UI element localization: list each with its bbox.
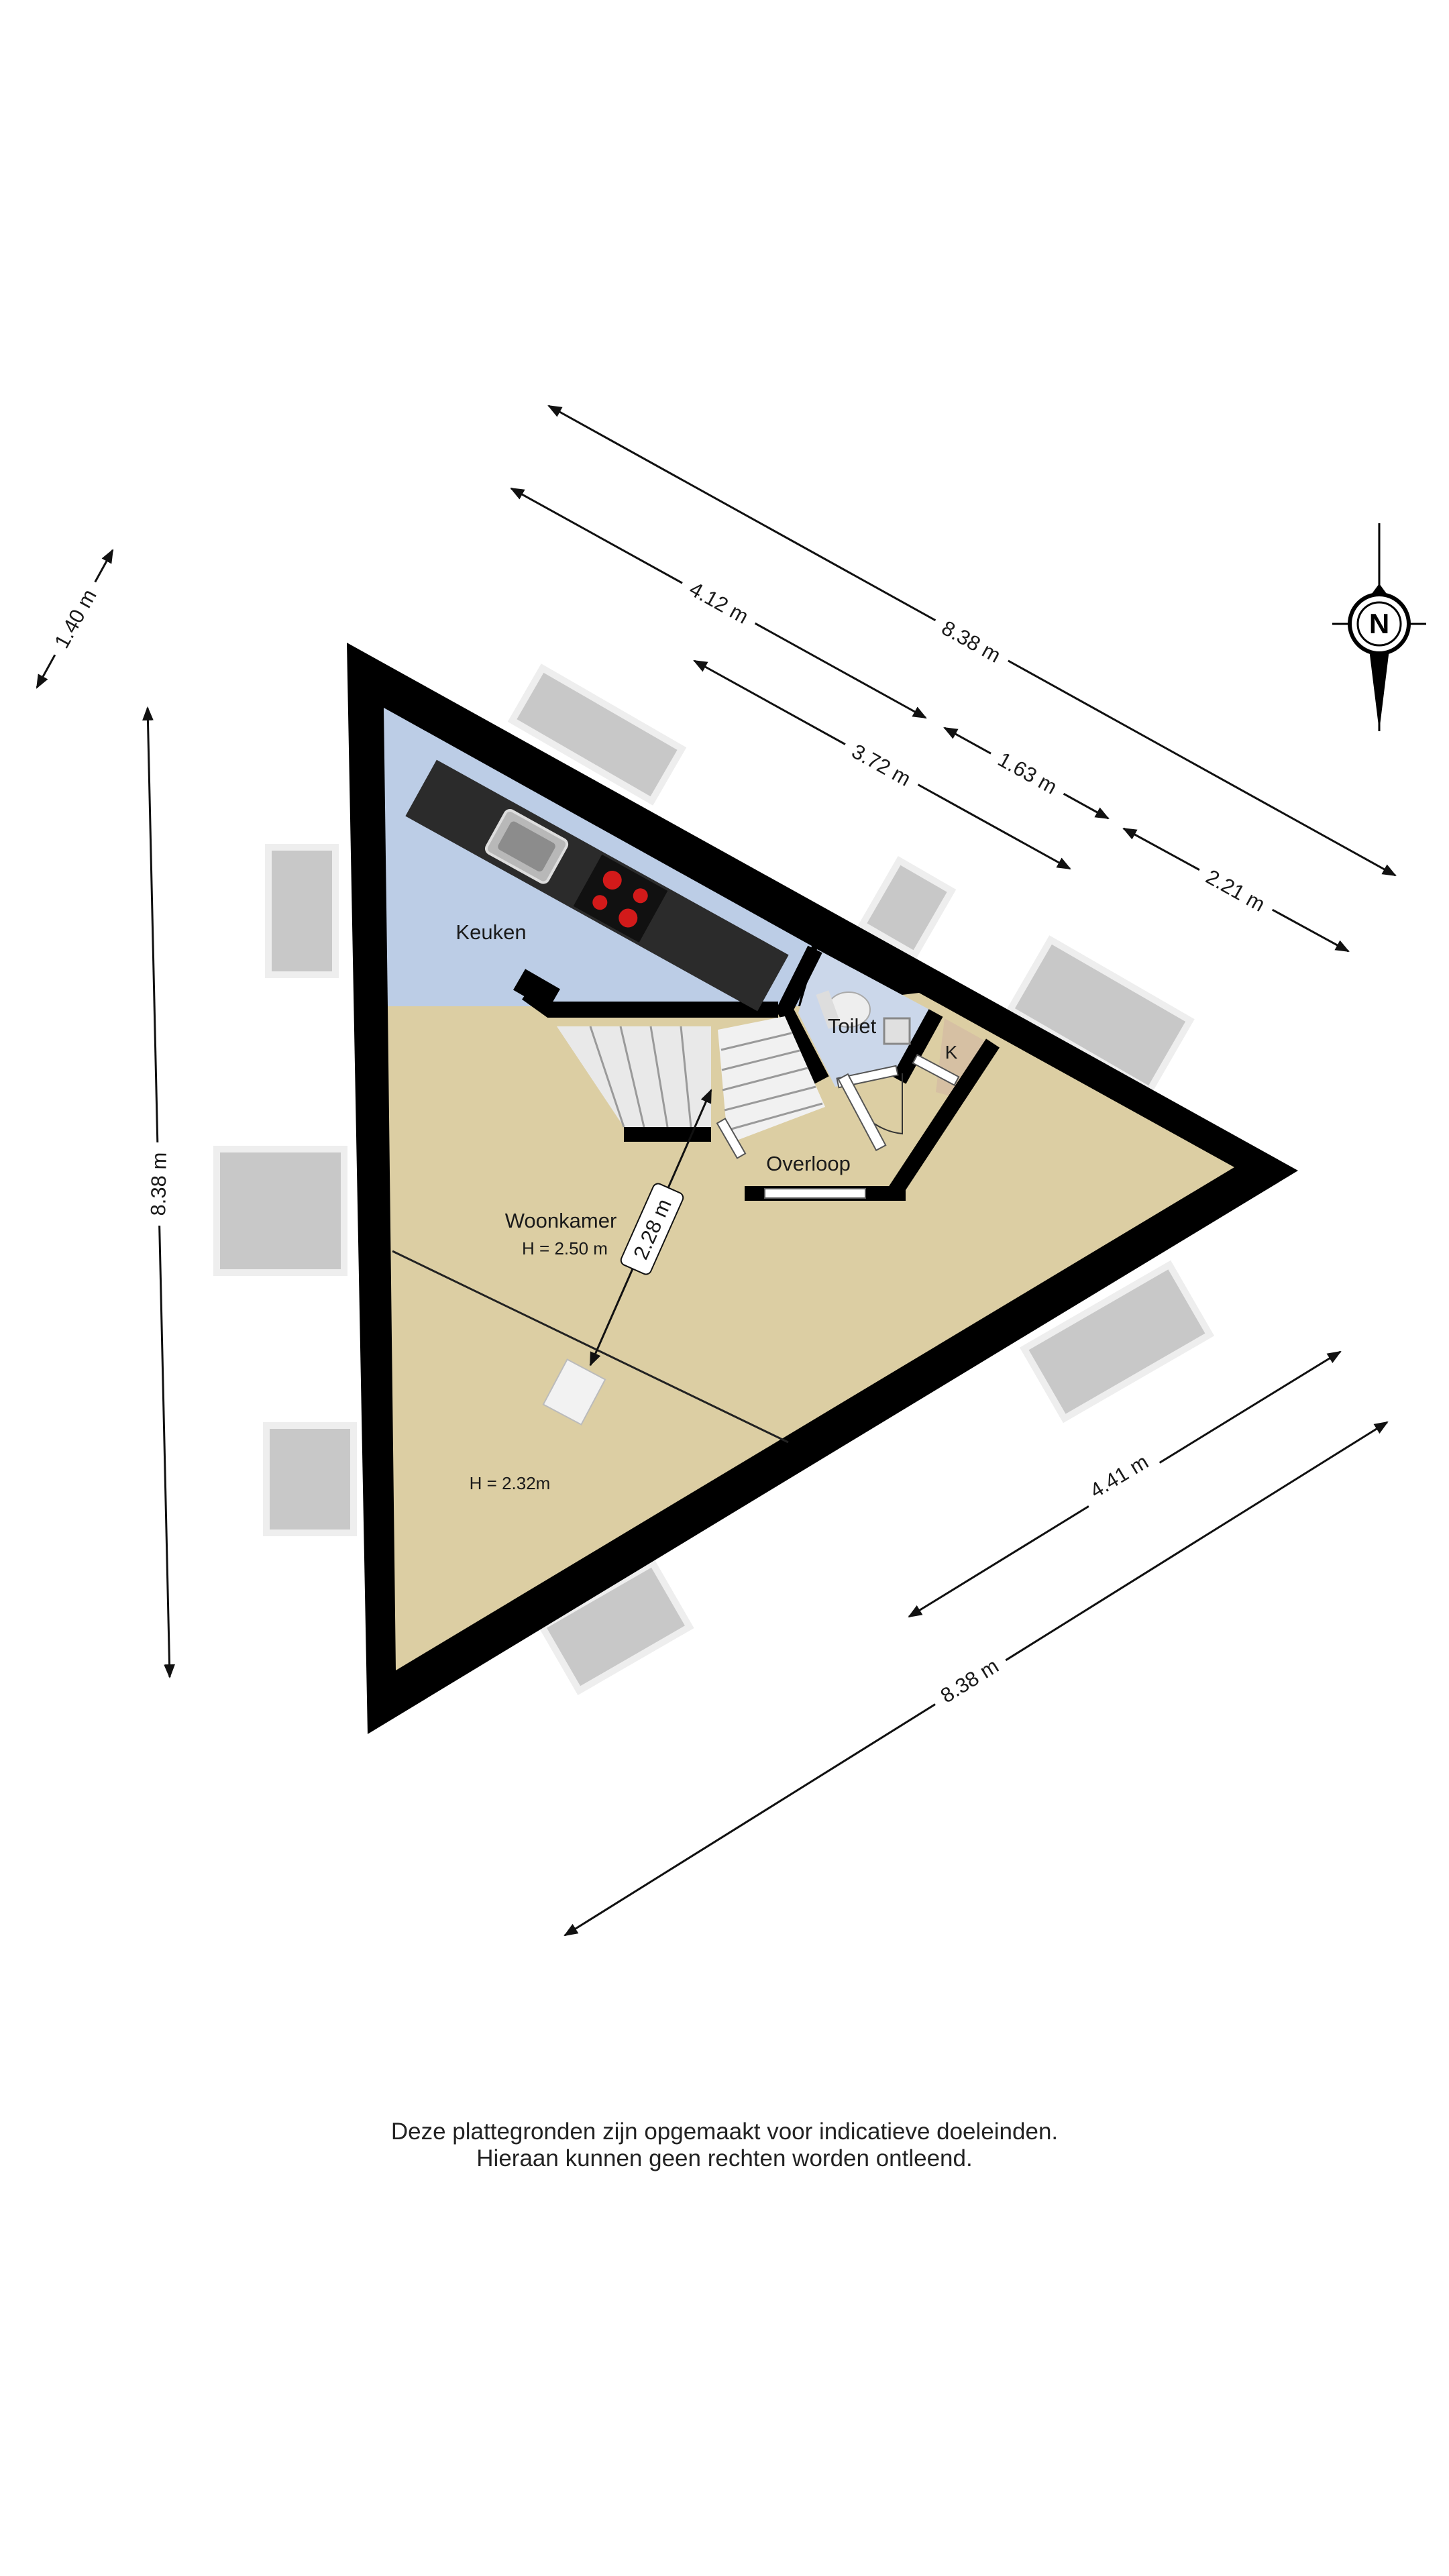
room-label-keuken: Keuken	[455, 920, 526, 944]
sink	[484, 809, 569, 884]
washbasin	[883, 1017, 911, 1045]
kitchen-counter-end	[513, 969, 560, 1010]
disclaimer: Deze plattegronden zijn opgemaakt voor i…	[0, 2118, 1449, 2172]
roof-window	[263, 1422, 357, 1536]
dim-label-top-outer: 8.38 m	[938, 616, 1005, 667]
disclaimer-line-1: Deze plattegronden zijn opgemaakt voor i…	[390, 2118, 1059, 2145]
kitchen-counter	[405, 759, 789, 1012]
toilet-fixtures	[816, 990, 911, 1045]
room-label-toilet: Toilet	[828, 1014, 877, 1038]
dim-label-top-upper-left: 4.12 m	[686, 577, 753, 629]
compass-north-label: N	[1369, 608, 1389, 639]
room-label-woonkamer-height: H = 2.50 m	[522, 1238, 608, 1258]
hallway-window	[764, 1188, 866, 1199]
room-label-sloped-height: H = 2.32m	[470, 1473, 551, 1493]
dim-label-top-right: 2.21 m	[1202, 865, 1269, 916]
toilet-tank	[816, 990, 841, 1029]
room-labels: Keuken Toilet K Overloop Woonkamer H = 2…	[455, 920, 957, 1493]
furniture-block	[542, 1358, 606, 1426]
disclaimer-line-2: Hieraan kunnen geen rechten worden ontle…	[476, 2145, 973, 2171]
dim-label-left-small: 1.40 m	[50, 585, 101, 652]
cooktop	[573, 854, 668, 943]
room-label-overloop: Overloop	[766, 1152, 851, 1175]
roof-window	[265, 844, 339, 978]
roof-window	[213, 1146, 347, 1276]
compass: N	[1332, 523, 1426, 731]
room-label-woonkamer: Woonkamer	[505, 1209, 617, 1232]
dim-label-left-side: 8.38 m	[146, 1152, 171, 1216]
room-label-kast: K	[945, 1042, 958, 1063]
dim-label-top-inner: 3.72 m	[848, 739, 915, 791]
dim-label-top-upper-right: 1.63 m	[994, 747, 1061, 799]
